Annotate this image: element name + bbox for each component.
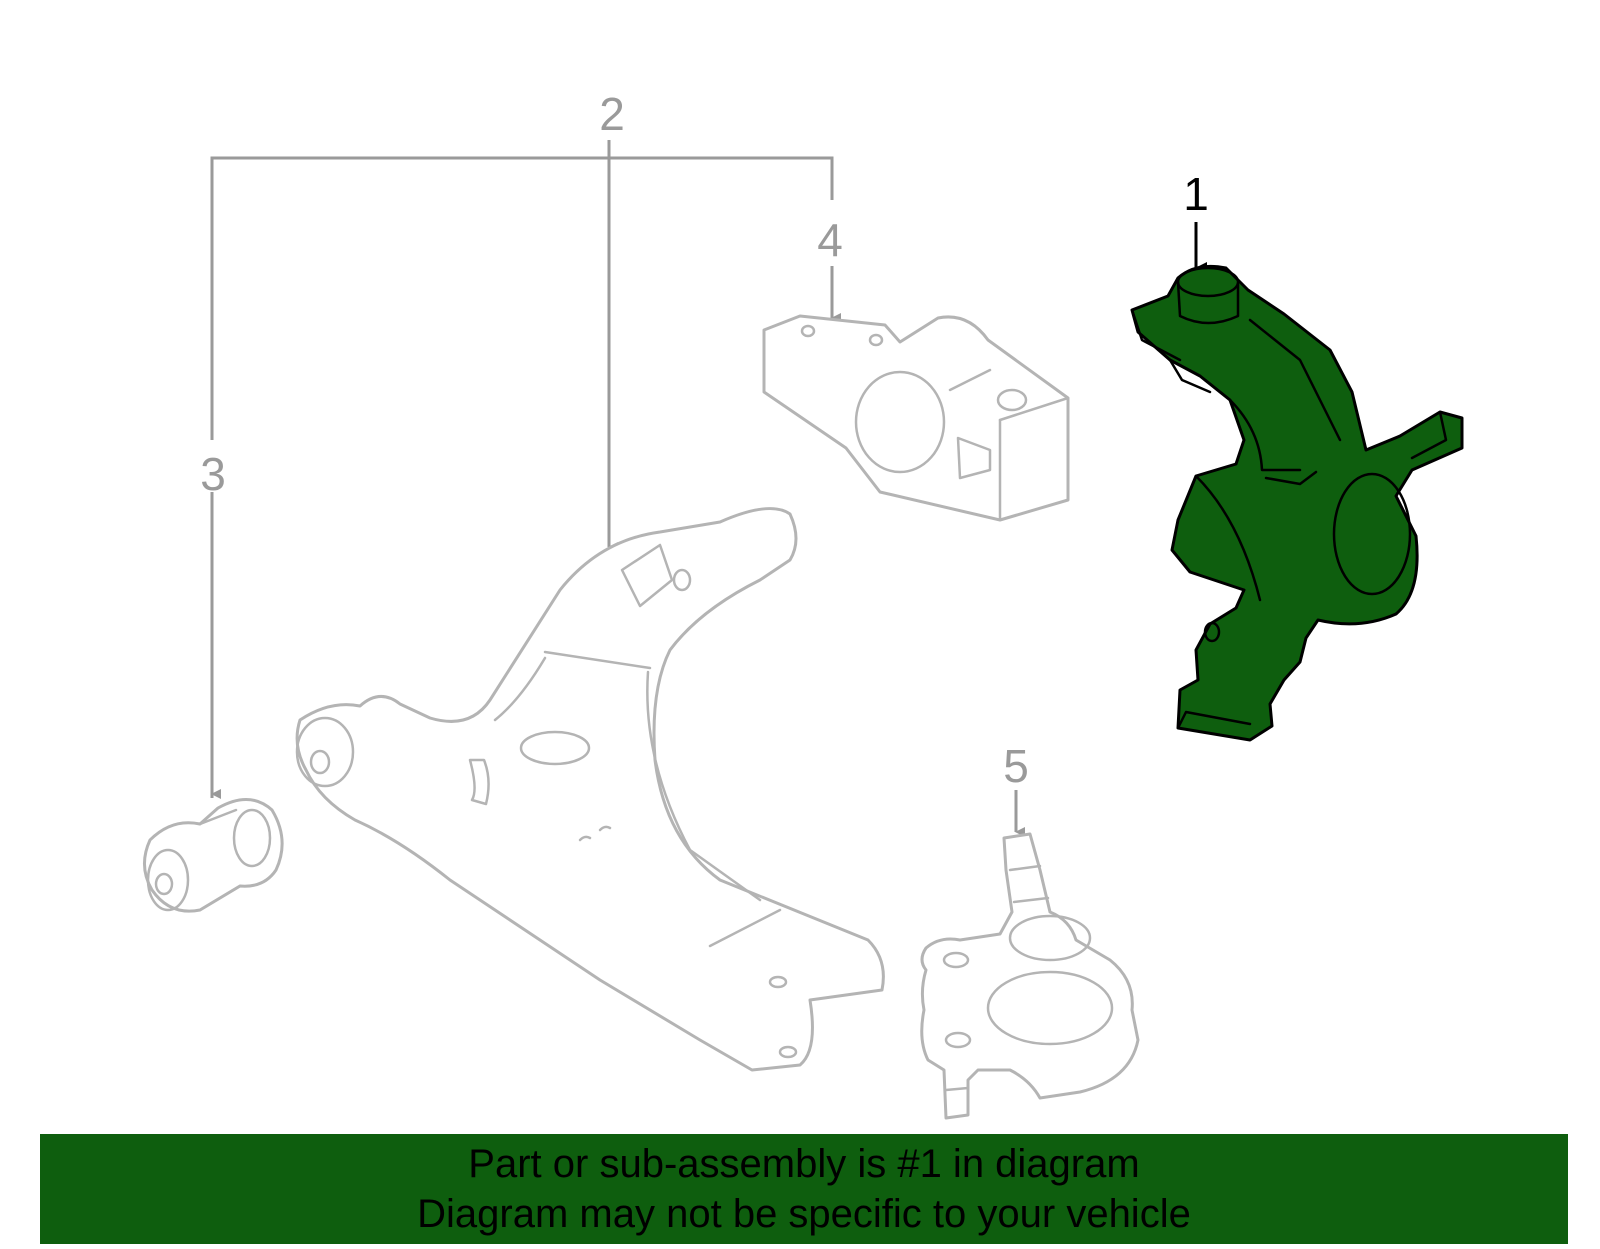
banner-line-1: Part or sub-assembly is #1 in diagram: [468, 1142, 1140, 1186]
rear-bushing-icon: [762, 314, 1070, 522]
callouts: 1 2 3 4 5: [200, 88, 1209, 792]
callout-3: 3: [200, 448, 226, 500]
steering-knuckle-icon: [1130, 264, 1464, 742]
ball-joint-icon: [920, 832, 1140, 1120]
leader-lines: [210, 140, 1207, 837]
bracket-line-top: [210, 156, 834, 440]
banner-line-2: Diagram may not be specific to your vehi…: [417, 1192, 1191, 1236]
control-arm-icon: [295, 507, 885, 1072]
callout-4: 4: [817, 214, 843, 266]
callout-1: 1: [1183, 168, 1209, 220]
notice-banner: Part or sub-assembly is #1 in diagram Di…: [40, 1134, 1568, 1244]
callout-2: 2: [599, 88, 625, 140]
callout-5: 5: [1003, 740, 1029, 792]
front-bushing-icon: [143, 798, 284, 913]
